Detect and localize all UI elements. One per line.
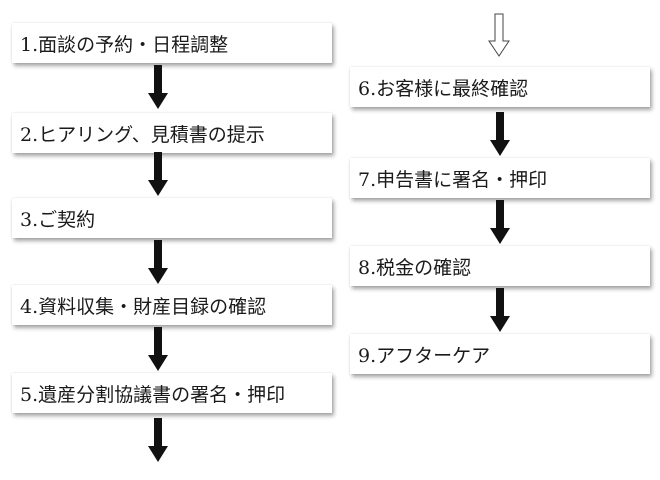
continuation-arrow-icon xyxy=(488,13,510,57)
arrow-down-icon xyxy=(148,65,168,109)
step-6-label: 6.お客様に最終確認 xyxy=(358,77,529,100)
arrow-down-icon xyxy=(148,240,168,284)
arrow-down-icon xyxy=(490,112,510,156)
step-2-box: 2.ヒアリング、見積書の提示 xyxy=(12,113,332,153)
step-3-label: 3.ご契約 xyxy=(20,208,96,231)
step-4-label: 4.資料収集・財産目録の確認 xyxy=(20,295,267,318)
step-1-box: 1.面談の予約・日程調整 xyxy=(12,23,332,63)
step-6-box: 6.お客様に最終確認 xyxy=(350,67,650,107)
step-9-label: 9.アフターケア xyxy=(358,344,491,367)
step-2-label: 2.ヒアリング、見積書の提示 xyxy=(20,123,265,146)
arrow-down-icon xyxy=(148,418,168,462)
arrow-down-icon xyxy=(148,152,168,196)
step-1-label: 1.面談の予約・日程調整 xyxy=(20,33,229,56)
step-7-label: 7.申告書に署名・押印 xyxy=(358,168,548,191)
arrow-down-icon xyxy=(148,327,168,371)
step-4-box: 4.資料収集・財産目録の確認 xyxy=(12,285,332,325)
step-3-box: 3.ご契約 xyxy=(12,198,332,238)
step-8-label: 8.税金の確認 xyxy=(358,256,472,279)
step-5-box: 5.遺産分割協議書の署名・押印 xyxy=(12,373,332,413)
step-5-label: 5.遺産分割協議書の署名・押印 xyxy=(20,383,286,406)
arrow-down-icon xyxy=(490,288,510,332)
arrow-down-icon xyxy=(490,200,510,244)
step-8-box: 8.税金の確認 xyxy=(350,246,650,286)
step-7-box: 7.申告書に署名・押印 xyxy=(350,158,650,198)
step-9-box: 9.アフターケア xyxy=(350,334,650,374)
